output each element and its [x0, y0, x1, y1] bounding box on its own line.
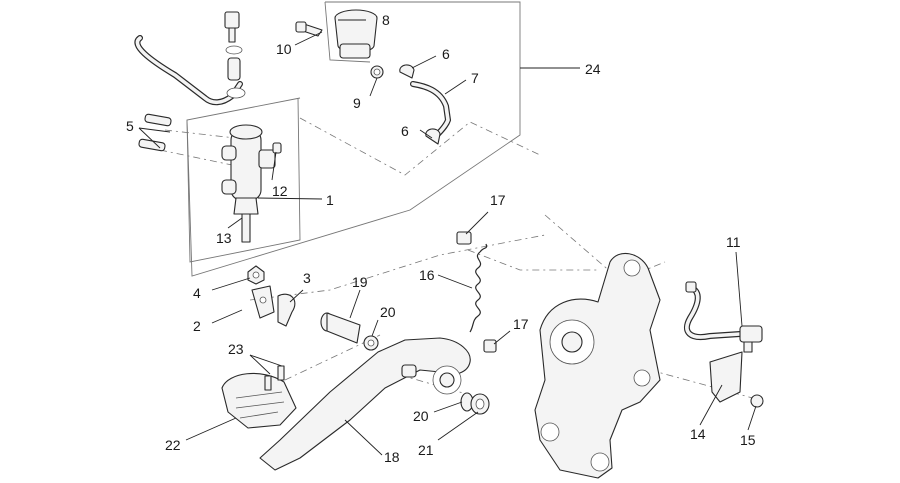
callout-1: 1: [326, 192, 334, 208]
callout-19: 19: [352, 274, 368, 290]
callout-11: 11: [726, 234, 741, 250]
callout-12: 12: [272, 183, 288, 199]
footrest-bracket: [534, 252, 661, 479]
callout-20-lower: 20: [413, 408, 429, 424]
callout-23: 23: [228, 341, 244, 357]
callout-9: 9: [353, 95, 361, 111]
callout-leader-lines: [138, 19, 757, 456]
callout-6-upper: 6: [442, 46, 450, 62]
callout-2: 2: [193, 318, 201, 334]
callout-24: 24: [585, 61, 601, 77]
callout-8: 8: [382, 12, 390, 28]
brake-fluid-reservoir: [295, 9, 384, 79]
brake-switch-assembly: [683, 281, 764, 408]
callout-3: 3: [303, 270, 311, 286]
group-frame-lines: [186, 1, 580, 277]
callout-numbers: 1 2 3 4 5 6 6 7 8 9 10 11 12 13 14 15 16…: [126, 12, 756, 465]
callout-15: 15: [740, 432, 756, 448]
callout-17-upper: 17: [490, 192, 506, 208]
brake-hose-assembly: [134, 11, 246, 106]
callout-14: 14: [690, 426, 706, 442]
reservoir-hose-and-clips: [399, 64, 452, 145]
pedal-footpeg-tip: [221, 365, 297, 429]
callout-16: 16: [419, 267, 435, 283]
callout-22: 22: [165, 437, 181, 453]
callout-18: 18: [384, 449, 400, 465]
callout-7: 7: [471, 70, 479, 86]
clevis-linkage-parts: [247, 265, 296, 327]
callout-5: 5: [126, 118, 134, 134]
callout-4: 4: [193, 285, 201, 301]
callout-13: 13: [216, 230, 232, 246]
brake-pedal-lever: [259, 337, 471, 471]
pivot-pin-and-washer: [320, 312, 379, 351]
callout-21: 21: [418, 442, 434, 458]
callout-17-lower: 17: [513, 316, 529, 332]
return-spring-and-bolts: [456, 231, 497, 353]
callout-10: 10: [276, 41, 292, 57]
pedal-washers: [460, 392, 490, 415]
callout-6-lower: 6: [401, 123, 409, 139]
callout-20-upper: 20: [380, 304, 396, 320]
master-cylinder-assembly: [138, 113, 282, 243]
